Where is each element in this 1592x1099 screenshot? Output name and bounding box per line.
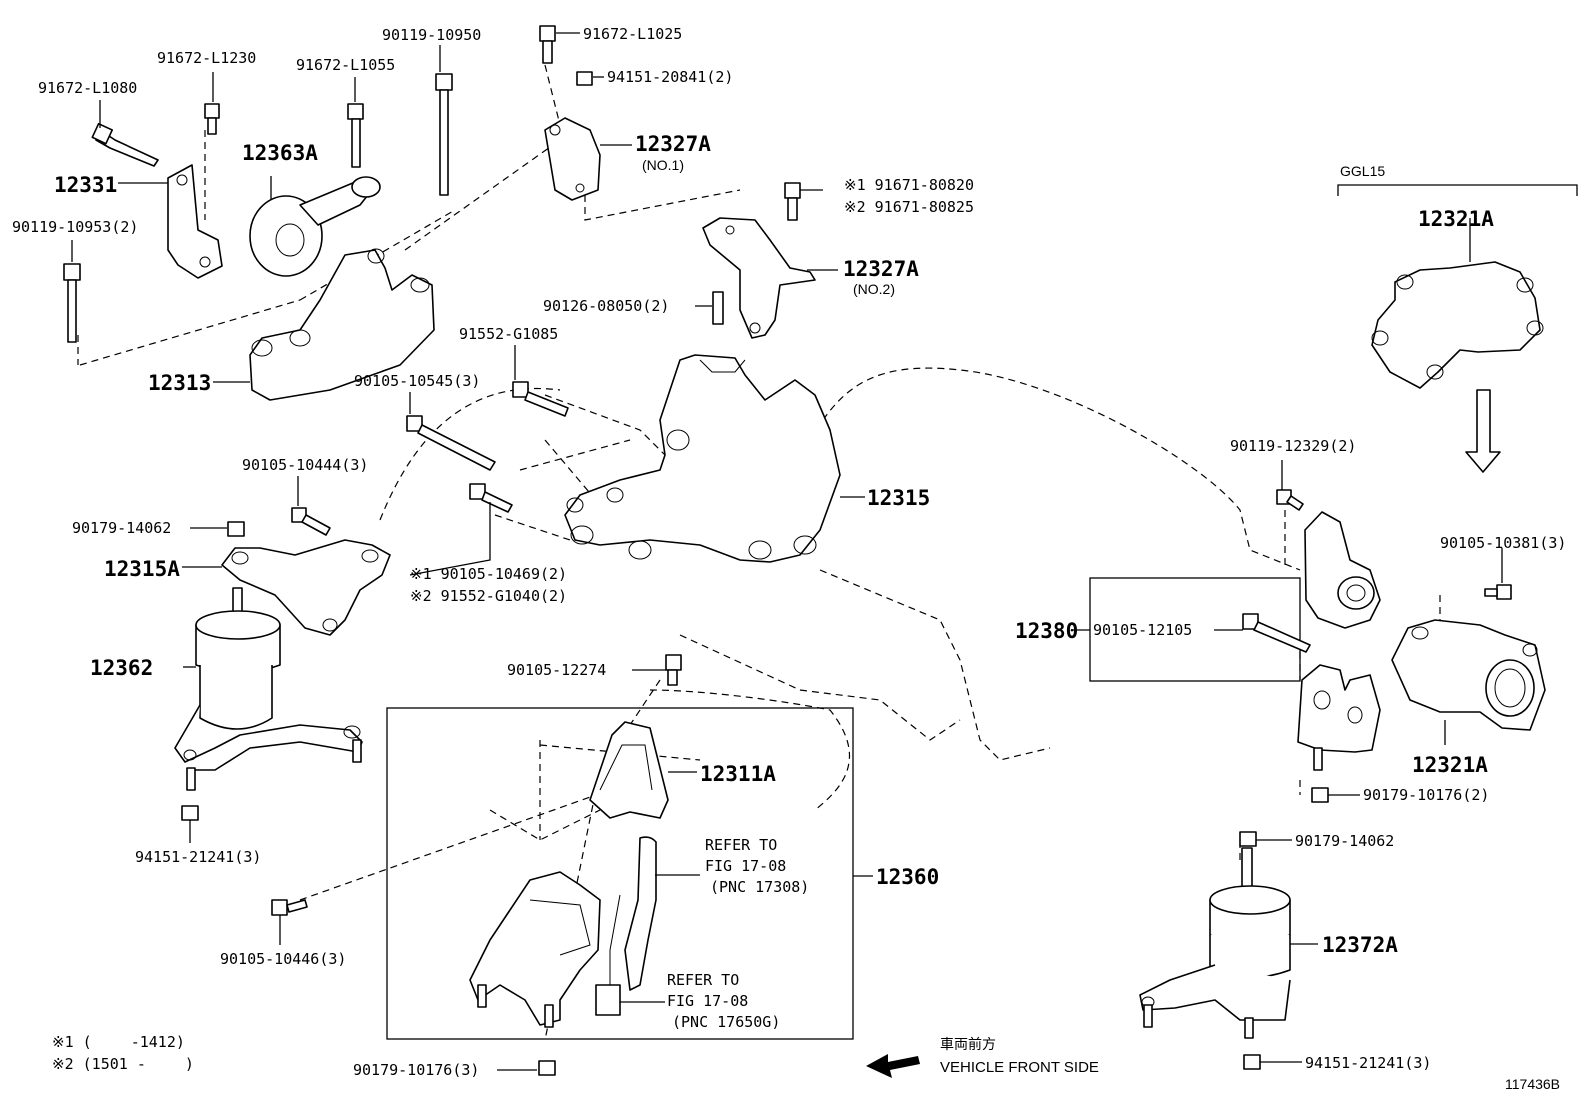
part-12363A-mount xyxy=(249,176,381,277)
bolt-91552-G1085 xyxy=(512,381,569,417)
label-94151-21241-right: 94151-21241(3) xyxy=(1305,1054,1431,1072)
label-90105-12274: 90105-12274 xyxy=(507,661,606,679)
bolt-90105-10545 xyxy=(406,415,496,471)
label-12321A-top: 12321A xyxy=(1418,207,1494,231)
bolt-90105-10444 xyxy=(291,507,331,536)
label-91672-L1025: 91672-L1025 xyxy=(583,25,682,43)
part-12321A-bottom xyxy=(1391,619,1546,731)
bolt-90119-10953 xyxy=(63,263,81,343)
nut-94151-21241-right xyxy=(1243,1054,1261,1070)
label-91672-L1055: 91672-L1055 xyxy=(296,56,395,74)
label-90105-10469: ※1 90105-10469(2) xyxy=(410,565,567,583)
nut-90179-10176-bottom xyxy=(538,1060,556,1076)
footnote-2: ※2 (1501 - ) xyxy=(52,1055,194,1073)
label-90179-14062-right: 90179-14062 xyxy=(1295,832,1394,850)
bolt-90105-10446 xyxy=(271,899,308,916)
bolt-90105-12105 xyxy=(1242,613,1311,653)
bolt-90105-12274 xyxy=(665,654,682,686)
refer-2-line-3: (PNC 17650G) xyxy=(672,1013,780,1031)
label-12327A-no1-sub: (NO.1) xyxy=(642,157,684,173)
part-12380-mount xyxy=(1297,511,1381,771)
group-bracket-ggl15 xyxy=(1337,184,1578,196)
nut-90179-14062-right xyxy=(1239,831,1257,847)
part-12315A-bracket xyxy=(221,539,391,636)
bolt-91672-L1055 xyxy=(347,103,364,168)
figure-id: 117436B xyxy=(1505,1076,1560,1092)
nut-94151-20841 xyxy=(576,71,593,86)
part-12321A-top xyxy=(1371,261,1544,389)
bolt-90105-10469 xyxy=(469,483,513,513)
refer-1-line-3: (PNC 17308) xyxy=(710,878,809,896)
bolt-90105-10381 xyxy=(1484,584,1512,600)
label-94151-21241-left: 94151-21241(3) xyxy=(135,848,261,866)
leader-lines xyxy=(71,32,1503,1071)
part-12327A-no2 xyxy=(702,217,816,339)
label-94151-20841: 94151-20841(2) xyxy=(607,68,733,86)
part-12313-bracket xyxy=(249,248,435,401)
group-label-ggl15: GGL15 xyxy=(1340,163,1385,179)
label-91552-G1085: 91552-G1085 xyxy=(459,325,558,343)
label-91671-80820: ※1 91671-80820 xyxy=(844,176,974,194)
label-12363A: 12363A xyxy=(242,141,318,165)
label-91552-G1040: ※2 91552-G1040(2) xyxy=(410,587,567,605)
label-91672-L1080: 91672-L1080 xyxy=(38,79,137,97)
part-12331-bracket xyxy=(167,164,223,279)
part-12372A-mount xyxy=(1139,847,1291,1039)
part-12360-mount-assembly xyxy=(469,836,657,1028)
label-90179-10176-bottom: 90179-10176(3) xyxy=(353,1061,479,1079)
nut-90179-10176-right xyxy=(1311,787,1329,803)
label-12321A-bottom: 12321A xyxy=(1412,753,1488,777)
label-12331: 12331 xyxy=(54,173,117,197)
refer-1-line-2: FIG 17-08 xyxy=(705,857,786,875)
part-12327A-no1 xyxy=(544,117,601,201)
part-12315-bracket xyxy=(564,354,841,563)
label-12327A-no1: 12327A xyxy=(635,132,711,156)
label-12315A: 12315A xyxy=(104,557,180,581)
bolt-90119-12329 xyxy=(1276,489,1304,511)
label-90179-10176-right: 90179-10176(2) xyxy=(1363,786,1489,804)
subassembly-box-12360 xyxy=(386,707,854,1040)
label-12311A: 12311A xyxy=(700,762,776,786)
label-90119-10950: 90119-10950 xyxy=(382,26,481,44)
label-12380: 12380 xyxy=(1015,619,1078,643)
label-91672-L1230: 91672-L1230 xyxy=(157,49,256,67)
label-90119-10953: 90119-10953(2) xyxy=(12,218,138,236)
label-90126-08050: 90126-08050(2) xyxy=(543,297,669,315)
callout-labels: 91672-L1080 91672-L1230 91672-L1055 9011… xyxy=(12,25,1566,1092)
bolt-91672-L1025 xyxy=(539,25,556,64)
label-12372A: 12372A xyxy=(1322,933,1398,957)
label-12327A-no2: 12327A xyxy=(843,257,919,281)
label-12327A-no2-sub: (NO.2) xyxy=(853,281,895,297)
label-90105-10381: 90105-10381(3) xyxy=(1440,534,1566,552)
arrow-down-icon xyxy=(1465,389,1501,473)
refer-2-line-1: REFER TO xyxy=(667,971,739,989)
bolt-91672-L1230 xyxy=(204,103,220,135)
label-12313: 12313 xyxy=(148,371,211,395)
nut-94151-21241-left xyxy=(181,805,199,821)
label-90105-10545: 90105-10545(3) xyxy=(354,372,480,390)
vehicle-front-arrow-icon xyxy=(866,1054,920,1078)
label-90105-10444: 90105-10444(3) xyxy=(242,456,368,474)
label-90105-10446: 90105-10446(3) xyxy=(220,950,346,968)
label-91671-80825: ※2 91671-80825 xyxy=(844,198,974,216)
nut-90179-14062-left xyxy=(227,521,245,537)
bolt-91671 xyxy=(784,182,801,221)
bolt-91672-L1080 xyxy=(91,122,159,167)
label-90105-12105: 90105-12105 xyxy=(1093,621,1192,639)
direction-jp: 車両前方 xyxy=(940,1036,996,1052)
bolt-90119-10950 xyxy=(435,73,453,196)
part-12311A-bracket xyxy=(589,721,669,819)
refer-2-line-2: FIG 17-08 xyxy=(667,992,748,1010)
refer-1-line-1: REFER TO xyxy=(705,836,777,854)
part-12362-mount xyxy=(174,587,363,791)
footnote-1: ※1 ( -1412) xyxy=(52,1033,185,1051)
direction-en: VEHICLE FRONT SIDE xyxy=(940,1059,1099,1076)
label-90119-12329: 90119-12329(2) xyxy=(1230,437,1356,455)
label-90179-14062-left: 90179-14062 xyxy=(72,519,171,537)
label-12360: 12360 xyxy=(876,865,939,889)
label-12315: 12315 xyxy=(867,486,930,510)
label-12362: 12362 xyxy=(90,656,153,680)
